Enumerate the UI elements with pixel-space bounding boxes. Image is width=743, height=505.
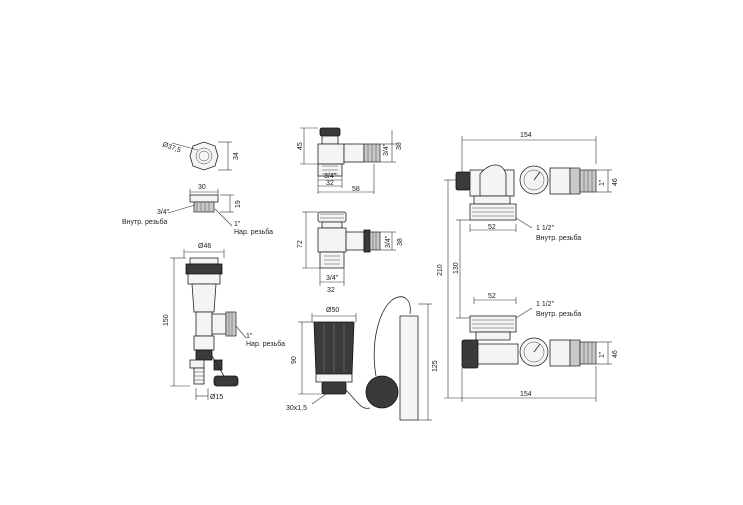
valve2-height-label: 72	[297, 240, 304, 248]
manifold-bottom-thread-label: 1"	[599, 351, 606, 358]
head-thread-label: 30x1,5	[286, 405, 307, 412]
manifold-top-46-label: 46	[612, 178, 619, 186]
valve1-58-label: 58	[352, 186, 360, 193]
angle-valve-2-drawing	[302, 211, 396, 286]
manifold-bottom-width-label: 154	[520, 391, 532, 398]
manifold-bottom-52-label: 52	[488, 293, 496, 300]
valve1-32-label: 32	[326, 180, 334, 187]
manifold-top-inner-thread-label: Внутр. резьба	[536, 234, 581, 242]
cap-height-label: 34	[233, 152, 240, 160]
angle-valve-1-drawing	[300, 127, 396, 194]
cap-side-view	[167, 189, 234, 227]
manifold-top-52-label: 52	[488, 224, 496, 231]
manifold-130-label: 130	[453, 262, 460, 274]
manifold-210-label: 210	[437, 264, 444, 276]
valve1-height-label: 45	[297, 142, 304, 150]
head-height-label: 90	[291, 356, 298, 364]
valve1-38-label: 38	[396, 142, 403, 150]
vent-outer-thread-label: Нар. резьба	[246, 340, 285, 348]
valve1-side-thread-label: 3/4"	[383, 143, 390, 156]
cap-inner-thread-label: Внутр. резьба	[122, 218, 167, 226]
cap-diameter-label: Ø37,5	[161, 141, 181, 154]
cap-thread1-label: 1"	[234, 221, 241, 228]
vent-diameter-label: Ø46	[198, 243, 211, 250]
vent-thread1-label: 1"	[246, 333, 253, 340]
air-vent-drawing	[170, 249, 247, 400]
cap-width-label: 30	[198, 184, 206, 191]
valve2-38-label: 38	[397, 238, 404, 246]
head-sensor-length-label: 125	[432, 360, 439, 372]
manifold-drawing	[444, 136, 612, 402]
manifold-top-thread-label: 1"	[599, 179, 606, 186]
valve2-side-thread-label: 3/4"	[385, 235, 392, 248]
manifold-top-112-label: 1 1/2"	[536, 225, 555, 232]
head-diameter-label: Ø50	[326, 307, 339, 314]
cap-depth-label: 19	[235, 200, 242, 208]
cap-outer-thread-label: Нар. резьба	[234, 228, 273, 236]
vent-outlet-diameter-label: Ø15	[210, 394, 223, 401]
valve2-32-label: 32	[327, 287, 335, 294]
manifold-bottom-inner-thread-label: Внутр. резьба	[536, 310, 581, 318]
valve2-bottom-thread-label: 3/4"	[326, 275, 339, 282]
thermostatic-head-drawing	[298, 296, 432, 421]
cap-front-view	[171, 141, 232, 171]
cap-thread-label: 3/4"	[157, 209, 170, 216]
valve1-bottom-thread-label: 3/4"	[324, 173, 337, 180]
manifold-top-width-label: 154	[520, 132, 532, 139]
manifold-bottom-112-label: 1 1/2"	[536, 301, 555, 308]
vent-height-label: 150	[163, 314, 170, 326]
manifold-bottom-46-label: 46	[612, 350, 619, 358]
